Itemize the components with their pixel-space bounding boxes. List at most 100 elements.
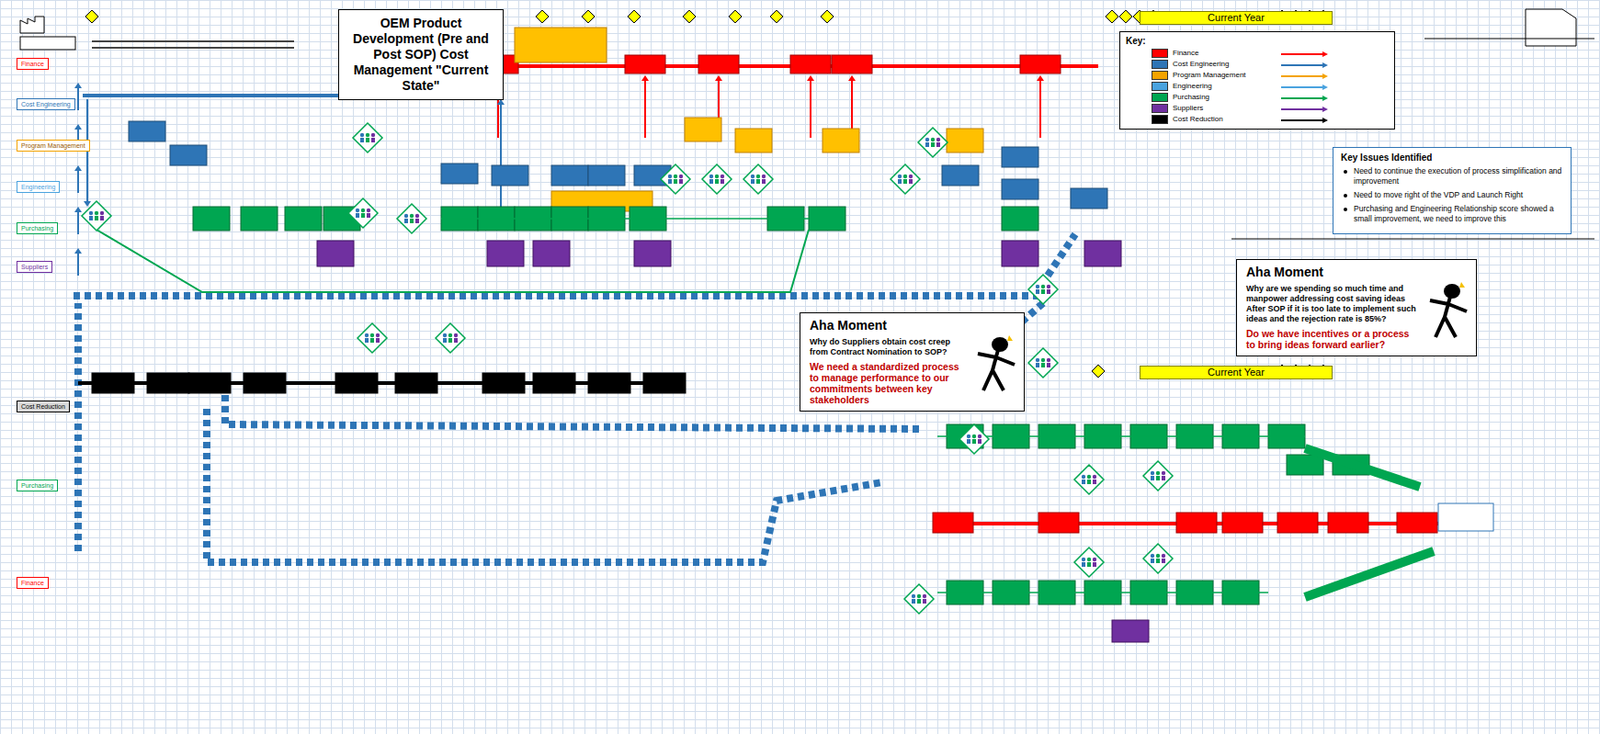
person-icon bbox=[972, 439, 976, 444]
stick-figure bbox=[1424, 280, 1471, 340]
figure-head bbox=[991, 337, 1009, 352]
person-icon bbox=[1150, 558, 1155, 564]
process-box bbox=[1070, 188, 1108, 209]
person-icon bbox=[966, 434, 971, 439]
process-box bbox=[317, 240, 354, 267]
person-icon bbox=[94, 211, 99, 216]
person-icon bbox=[448, 338, 453, 343]
year-banner: Current Year bbox=[1139, 365, 1333, 380]
person-icon bbox=[370, 338, 375, 343]
process-box bbox=[1112, 620, 1149, 643]
note-line bbox=[91, 40, 295, 43]
process-box bbox=[128, 121, 166, 142]
body-text: Why are we spending so much time and man… bbox=[1246, 283, 1419, 325]
person-icon bbox=[360, 133, 364, 137]
decision-diamond bbox=[1074, 465, 1104, 495]
person-icon bbox=[355, 208, 360, 213]
aha-box: Aha MomentWhy are we spending so much ti… bbox=[1236, 259, 1477, 357]
person-icon bbox=[714, 179, 719, 184]
milestone-diamond bbox=[728, 10, 742, 23]
process-box bbox=[643, 373, 686, 394]
lane-label: Purchasing bbox=[16, 222, 58, 235]
arrow-head bbox=[83, 201, 91, 207]
decision-diamond bbox=[918, 127, 948, 158]
person-icon bbox=[365, 133, 370, 137]
person-icon bbox=[1150, 471, 1155, 476]
person-icon bbox=[1087, 479, 1091, 485]
milestone-diamond bbox=[682, 10, 696, 23]
arrow-head bbox=[74, 165, 82, 171]
arrow-head bbox=[74, 82, 82, 89]
person-icon bbox=[977, 439, 982, 444]
person-icon bbox=[720, 179, 725, 184]
process-box bbox=[1327, 512, 1369, 534]
person-icon bbox=[360, 137, 364, 143]
process-box bbox=[588, 373, 631, 394]
body-text: Do we have incentives or a process to br… bbox=[1246, 328, 1419, 351]
person-icon bbox=[415, 214, 420, 218]
decision-diamond bbox=[1028, 274, 1058, 305]
person-icon bbox=[673, 179, 678, 184]
process-box bbox=[192, 206, 230, 231]
arrow-head bbox=[1322, 84, 1328, 91]
process-box bbox=[1084, 240, 1122, 267]
person-icon bbox=[370, 333, 375, 338]
person-icon bbox=[94, 215, 99, 221]
flow-line bbox=[937, 591, 1269, 594]
process-box bbox=[634, 240, 671, 267]
legend-line bbox=[1281, 108, 1323, 111]
flow-arrow bbox=[499, 103, 502, 212]
milestone-diamond bbox=[770, 10, 783, 23]
person-icon bbox=[709, 174, 714, 179]
process-box bbox=[487, 240, 524, 267]
process-box bbox=[243, 373, 286, 394]
milestone-diamond bbox=[535, 10, 549, 23]
legend-row: Suppliers bbox=[1151, 102, 1389, 114]
heading: Cost Reduction bbox=[21, 402, 66, 411]
heading: Finance bbox=[21, 578, 45, 588]
person-icon bbox=[750, 179, 755, 184]
person-icon bbox=[679, 174, 683, 179]
separator-line bbox=[1424, 38, 1595, 40]
process-box bbox=[147, 373, 190, 394]
person-icon bbox=[365, 137, 370, 143]
person-icon bbox=[1081, 479, 1086, 485]
flow-line bbox=[441, 217, 809, 220]
legend-text: Purchasing bbox=[1172, 92, 1210, 103]
legend-line bbox=[1281, 119, 1323, 122]
person-icon bbox=[925, 142, 930, 148]
person-icon bbox=[1161, 554, 1166, 558]
person-icon bbox=[897, 174, 902, 179]
decision-diamond bbox=[959, 424, 989, 454]
push-arrow-chain bbox=[74, 303, 82, 552]
process-box bbox=[790, 55, 831, 74]
decision-diamond bbox=[702, 164, 732, 194]
person-icon bbox=[361, 208, 365, 213]
person-icon bbox=[1092, 475, 1097, 479]
heading: Aha Moment bbox=[1246, 264, 1419, 281]
flow-band bbox=[1304, 448, 1420, 488]
note-line bbox=[91, 46, 295, 49]
heading: Cost Engineering bbox=[21, 100, 71, 109]
process-box bbox=[1001, 147, 1039, 168]
person-icon bbox=[1156, 554, 1160, 558]
process-box bbox=[533, 240, 570, 267]
person-icon bbox=[668, 179, 672, 184]
arrow-head bbox=[714, 75, 723, 81]
legend-row: Engineering bbox=[1151, 80, 1389, 92]
year-banner: Current Year bbox=[1139, 11, 1333, 25]
person-icon bbox=[1161, 558, 1166, 564]
person-icon bbox=[361, 213, 365, 218]
person-icon bbox=[966, 439, 971, 444]
figure-body bbox=[1429, 296, 1467, 338]
person-icon bbox=[1035, 363, 1040, 368]
person-icon bbox=[1041, 284, 1045, 289]
legend-text: Finance bbox=[1172, 48, 1199, 58]
flow-line bbox=[937, 435, 1305, 438]
lane-label: Purchasing bbox=[16, 479, 58, 492]
person-icon bbox=[673, 174, 678, 179]
note-icon bbox=[1525, 9, 1577, 46]
person-icon bbox=[679, 179, 683, 184]
heading: Purchasing bbox=[21, 481, 54, 490]
process-box bbox=[284, 206, 322, 231]
